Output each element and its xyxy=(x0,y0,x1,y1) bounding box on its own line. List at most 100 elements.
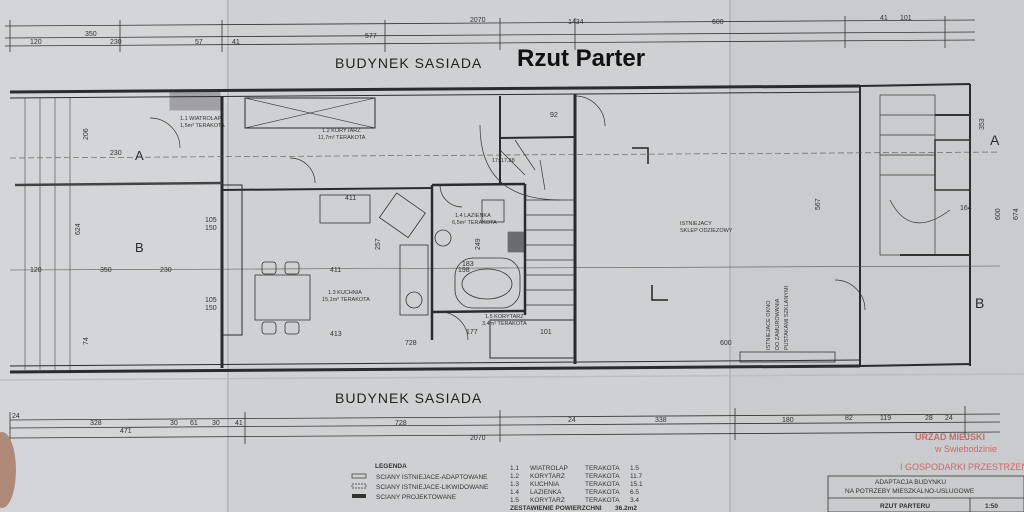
window-note: PUSTAKAMI SZKLANYMI xyxy=(784,285,790,350)
right-dim: 353 xyxy=(979,118,986,130)
top-dim: 101 xyxy=(900,15,912,22)
schedule-no: 1.1 xyxy=(510,465,519,472)
top-dim: 1434 xyxy=(568,19,584,26)
shop-corner-marks xyxy=(632,147,668,301)
room-label: 1.4 LAZIENKA xyxy=(455,213,491,219)
main-stairs xyxy=(479,124,575,306)
legend-swatch xyxy=(351,473,367,479)
right-dim: 600 xyxy=(995,208,1002,220)
stamp-line: URZAD MIEJSKI xyxy=(915,432,985,442)
left-dim: 150 xyxy=(205,225,217,232)
interior-dim: 92 xyxy=(550,112,558,119)
schedule-area: 6.5 xyxy=(630,489,639,496)
title-block-sheet: RZUT PARTERU xyxy=(880,503,930,510)
schedule-area: 3.4 xyxy=(630,497,639,504)
schedule-name: KORYTARZ xyxy=(530,497,565,504)
legend-item: SCIANY ISTNIEJACE-ADAPTOWANE xyxy=(376,474,488,481)
bottom-dim: 119 xyxy=(880,415,891,422)
section-mark-b-right: B xyxy=(975,295,984,311)
bottom-dim: 41 xyxy=(235,420,243,427)
left-dim: 150 xyxy=(205,305,217,312)
stair-dimension: 17x17,88 xyxy=(492,158,515,164)
shop-label: ISTNIEJACY xyxy=(680,221,712,227)
legend: LEGENDA SCIANY ISTNIEJACE-ADAPTOWANE SCI… xyxy=(351,463,489,501)
interior-walls xyxy=(169,91,577,364)
top-dim: 57 xyxy=(195,39,203,46)
schedule-total-label: ZESTAWIENIE POWIERZCHNI xyxy=(510,505,602,512)
section-mark-b-left: B xyxy=(135,240,144,255)
room-area: 3,4m² TERAKOTA xyxy=(482,321,527,327)
interior-dim: 728 xyxy=(405,340,417,347)
section-line-b xyxy=(9,265,1001,271)
right-dim: 674 xyxy=(1013,208,1020,220)
neighbor-label-top: BUDYNEK SASIADA xyxy=(335,55,482,71)
room-area: 1,5m² TERAKOTA xyxy=(180,123,225,129)
shop-label: SKLEP ODZIEZOWY xyxy=(680,228,733,234)
right-stairwell xyxy=(879,94,971,256)
title-block-line: ADAPTACJA BUDYNKU xyxy=(875,479,946,486)
bottom-dim: 471 xyxy=(120,428,132,435)
top-dim: 577 xyxy=(365,33,377,40)
municipal-stamp: URZAD MIEJSKI w Swiebodzinie I GOSPODARK… xyxy=(900,432,1024,472)
stamp-line: w Swiebodzinie xyxy=(934,444,997,454)
left-dim: 105 xyxy=(205,217,217,224)
bottom-dim: 61 xyxy=(190,420,198,427)
left-dim: 230 xyxy=(160,267,172,274)
overall-dim-bottom: 2070 xyxy=(470,435,486,442)
interior-dim: 183 xyxy=(462,261,474,268)
schedule-name: LAZIENKA xyxy=(530,489,562,496)
section-mark-a-left: A xyxy=(135,148,144,163)
outer-walls xyxy=(9,83,971,374)
left-dim: 74 xyxy=(83,337,90,345)
right-dim: 164 xyxy=(960,205,972,212)
top-dim: 120 xyxy=(30,39,42,46)
left-dim: 206 xyxy=(83,128,90,140)
schedule-floor: TERAKOTA xyxy=(585,497,620,504)
interior-dim: 257 xyxy=(375,238,382,250)
right-dim: 567 xyxy=(815,198,822,210)
schedule-no: 1.5 xyxy=(510,497,519,504)
paper-panel xyxy=(0,0,230,512)
room-area: 15,1m² TERAKOTA xyxy=(322,297,370,303)
interior-dim: 413 xyxy=(330,331,342,338)
bottom-dim: 24 xyxy=(568,417,576,424)
room-label: 1.5 KORYTARZ xyxy=(485,314,524,320)
bottom-dim: 728 xyxy=(395,420,407,427)
legend-swatch xyxy=(352,494,366,498)
door-swings xyxy=(149,95,866,341)
schedule-name: KORYTARZ xyxy=(530,473,565,480)
stamp-line: I GOSPODARKI PRZESTRZENNEJ xyxy=(900,462,1024,472)
bottom-dim: 24 xyxy=(12,413,20,420)
top-dimension-lines xyxy=(4,16,976,52)
interior-dim: 101 xyxy=(540,329,552,336)
room-area: 11,7m² TERAKOTA xyxy=(318,135,366,141)
top-dim: 230 xyxy=(110,39,122,46)
interior-dim: 249 xyxy=(475,238,482,250)
bottom-dim: 30 xyxy=(170,420,178,427)
kitchen-furniture xyxy=(254,192,429,335)
top-dim: 41 xyxy=(232,39,240,46)
schedule-floor: TERAKOTA xyxy=(585,473,620,480)
legend-swatch xyxy=(351,483,367,489)
top-dim: 350 xyxy=(85,31,97,38)
interior-dim: 411 xyxy=(330,267,341,274)
top-dim: 600 xyxy=(712,19,724,26)
legend-heading: LEGENDA xyxy=(375,463,407,470)
bottom-dim: 24 xyxy=(945,415,953,422)
interior-dim: 198 xyxy=(458,267,470,274)
top-dim: 41 xyxy=(880,15,888,22)
left-dim: 105 xyxy=(205,297,217,304)
bottom-dim: 30 xyxy=(212,420,220,427)
bottom-dim: 328 xyxy=(90,420,102,427)
room-label: 1.1 WIATROLAP xyxy=(180,116,221,122)
window-note: DO ZAMUROWANIA xyxy=(775,298,781,350)
schedule-area: 1.5 xyxy=(630,465,639,472)
room-label: 1.2 KORYTARZ xyxy=(322,128,361,134)
left-yard-hatching xyxy=(14,98,223,370)
left-dim: 350 xyxy=(100,267,112,274)
room-label: 1.3 KUCHNIA xyxy=(328,290,362,296)
interior-dim: 177 xyxy=(466,329,478,336)
bottom-dim: 28 xyxy=(925,415,933,422)
